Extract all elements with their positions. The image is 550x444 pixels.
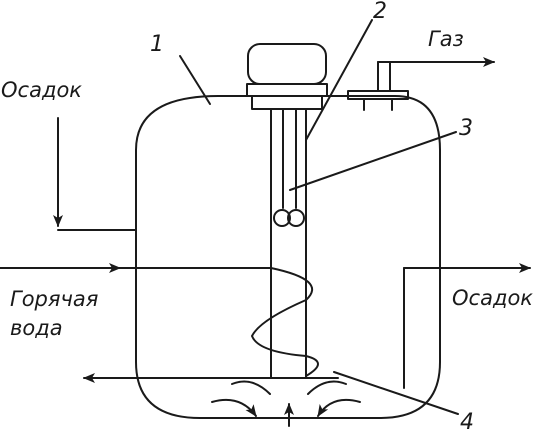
circulation-swirl-left [231,380,271,395]
label-sludge-in: Осадок [1,78,82,102]
leader-line-2 [305,19,373,141]
label-hot-water-2: вода [10,316,63,340]
label-hot-water-1: Горячая [10,287,99,311]
leader-line-4 [333,371,459,415]
label-1: 1 [150,32,164,57]
motor-base [246,83,328,97]
motor-flange [251,95,323,110]
label-3: 3 [459,116,473,141]
label-sludge-out: Осадок [452,286,533,310]
motor-cap [247,43,327,85]
label-2: 2 [373,0,387,24]
coupling-right [287,209,305,227]
tank-body [135,95,441,419]
coupling-left [273,209,291,227]
label-4: 4 [460,410,474,435]
helical-screw [251,267,319,377]
leader-line-1 [179,55,211,105]
leader-line-3 [289,131,457,191]
circulation-swirl-right [307,380,347,395]
circulation-arrow-right [317,398,361,417]
circulation-arrow-left [211,398,257,417]
label-gas: Газ [428,27,464,51]
